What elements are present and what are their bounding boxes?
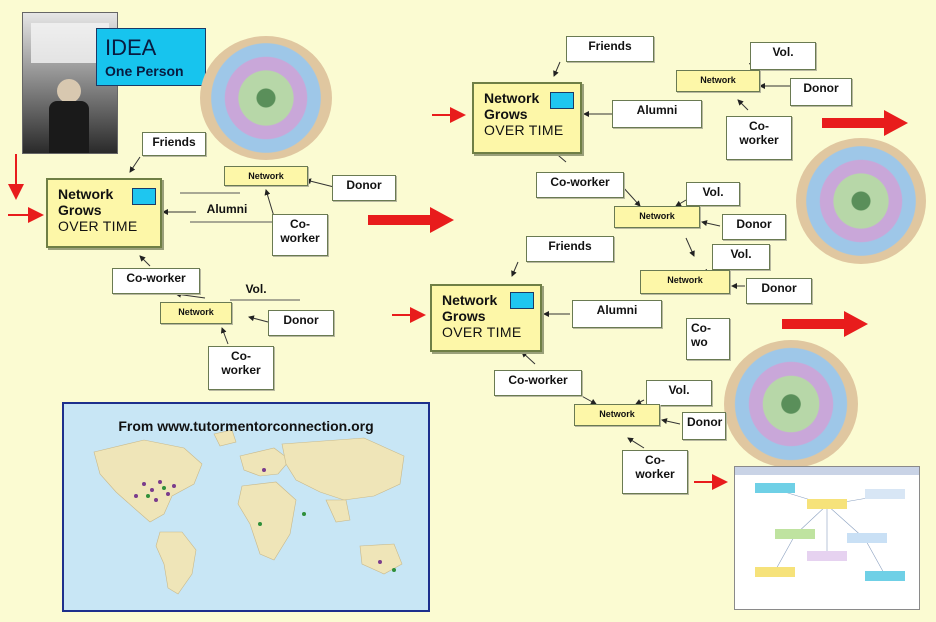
idea-box: IDEA One Person — [96, 28, 206, 86]
donor-label: Donor — [722, 214, 786, 240]
network-node: Network — [640, 270, 730, 294]
grow-line-1: Network — [442, 292, 498, 308]
idea-title: IDEA — [105, 35, 157, 60]
vol-label: Vol. — [646, 380, 712, 406]
network-grows-box: Network Grows OVER TIME — [472, 82, 582, 154]
alumni-label: Alumni — [206, 202, 248, 216]
blue-square-icon — [510, 292, 534, 309]
donor-label: Donor — [268, 310, 334, 336]
grow-line-3: OVER TIME — [442, 324, 522, 340]
friends-label: Friends — [142, 132, 206, 156]
blue-square-icon — [132, 188, 156, 205]
network-collage-image — [796, 138, 926, 264]
network-node: Network — [676, 70, 760, 92]
vol-label: Vol. — [686, 182, 740, 206]
grow-line-1: Network — [484, 90, 540, 106]
coworker-label: Co-worker — [494, 370, 582, 396]
world-map-shapes — [93, 429, 405, 595]
vol-label: Vol. — [712, 244, 770, 270]
network-grows-box: Network Grows OVER TIME — [430, 284, 542, 352]
coworker-label-partial: Co- wo — [686, 318, 730, 360]
alumni-label: Alumni — [572, 300, 662, 328]
coworker-label: Co- worker — [726, 116, 792, 160]
network-node: Network — [614, 206, 700, 228]
network-node: Network — [160, 302, 232, 324]
grow-line-2: Grows — [442, 308, 486, 324]
coworker-label: Co- worker — [208, 346, 274, 390]
idea-subtitle: One Person — [105, 63, 184, 79]
network-node: Network — [224, 166, 308, 186]
blue-square-icon — [550, 92, 574, 109]
donor-label: Donor — [332, 175, 396, 201]
network-node: Network — [574, 404, 660, 426]
grow-line-2: Grows — [58, 202, 102, 218]
donor-label: Donor — [682, 412, 726, 440]
grow-line-3: OVER TIME — [484, 122, 564, 138]
coworker-label: Co- worker — [272, 214, 328, 256]
vol-label: Vol. — [245, 282, 267, 296]
network-grows-box: Network Grows OVER TIME — [46, 178, 162, 248]
donor-label: Donor — [790, 78, 852, 106]
coworker-label: Co-worker — [536, 172, 624, 198]
network-collage-image — [200, 36, 332, 160]
network-collage-image — [724, 340, 858, 468]
concept-map-thumbnail — [734, 466, 920, 610]
friends-label: Friends — [566, 36, 654, 62]
friends-label: Friends — [526, 236, 614, 262]
vol-label: Vol. — [750, 42, 816, 70]
donor-label: Donor — [746, 278, 812, 304]
coworker-label: Co-worker — [112, 268, 200, 294]
grow-line-1: Network — [58, 186, 114, 202]
grow-line-2: Grows — [484, 106, 528, 122]
alumni-label: Alumni — [612, 100, 702, 128]
grow-line-3: OVER TIME — [58, 218, 138, 234]
coworker-label: Co- worker — [622, 450, 688, 494]
map-title: From www.tutormentorconnection.org — [118, 418, 374, 434]
world-map: From www.tutormentorconnection.org — [62, 402, 430, 612]
